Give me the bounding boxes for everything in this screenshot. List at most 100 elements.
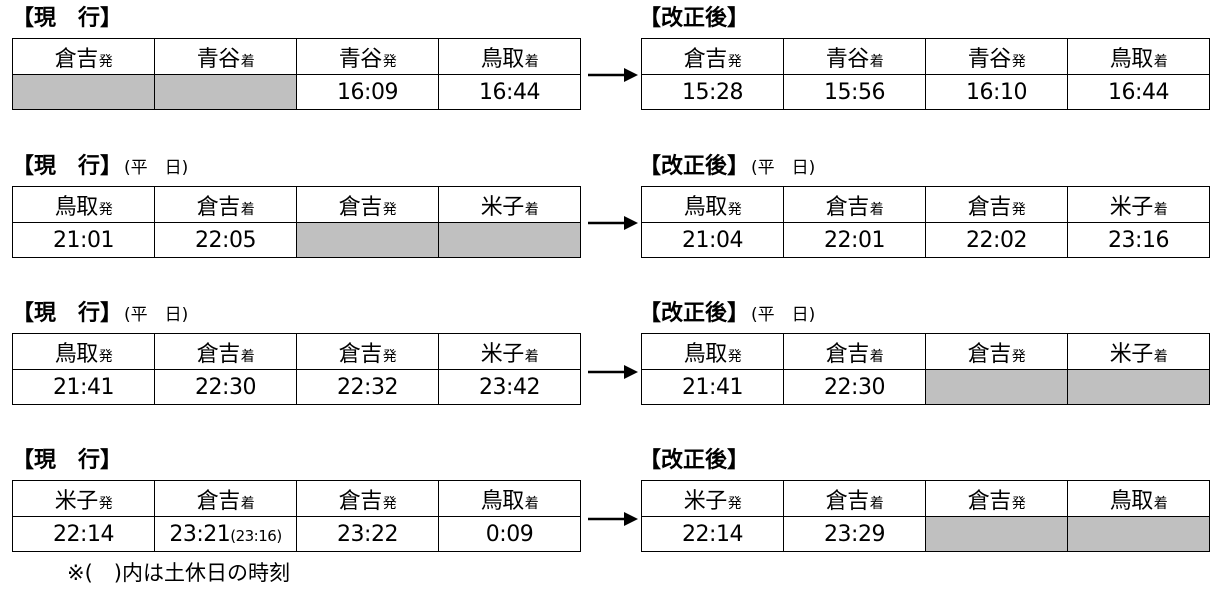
time-row: 16:09 16:44 xyxy=(12,74,581,110)
time-cell: 22:14 xyxy=(12,516,155,552)
section-2-revised-title: 【改正後】(平 日) xyxy=(639,154,816,179)
station-header: 鳥取着 xyxy=(438,480,581,517)
station-header: 倉吉発 xyxy=(925,333,1068,370)
section-1-current-table: 倉吉発 青谷着 青谷発 鳥取着 16:09 16:44 xyxy=(12,38,581,110)
section-3-revised-title: 【改正後】(平 日) xyxy=(639,301,816,326)
station-header: 鳥取着 xyxy=(438,38,581,75)
station-header: 米子着 xyxy=(1067,186,1210,223)
station-header: 米子着 xyxy=(438,186,581,223)
holiday-footnote: ※( )内は土休日の時刻 xyxy=(67,561,290,585)
station-header: 倉吉着 xyxy=(154,480,297,517)
station-header: 倉吉着 xyxy=(783,333,926,370)
section-2-revised-table: 鳥取発 倉吉着 倉吉発 米子着 21:04 22:01 22:02 23:16 xyxy=(641,186,1210,258)
station-header: 倉吉着 xyxy=(783,480,926,517)
time-cell: 22:32 xyxy=(296,369,439,405)
time-cell: 21:41 xyxy=(641,369,784,405)
blank-time-cell xyxy=(1067,516,1210,552)
station-header: 鳥取発 xyxy=(641,186,784,223)
section-1-revised-table: 倉吉発 青谷着 青谷発 鳥取着 15:28 15:56 16:10 16:44 xyxy=(641,38,1210,110)
station-header: 米子着 xyxy=(438,333,581,370)
time-row: 21:04 22:01 22:02 23:16 xyxy=(641,222,1210,258)
section-4-revised-table: 米子発 倉吉着 倉吉発 鳥取着 22:14 23:29 xyxy=(641,480,1210,552)
station-header: 青谷着 xyxy=(154,38,297,75)
station-header: 倉吉発 xyxy=(296,186,439,223)
station-header: 倉吉発 xyxy=(925,186,1068,223)
blank-time-cell xyxy=(12,74,155,110)
time-cell: 16:44 xyxy=(438,74,581,110)
station-header: 鳥取発 xyxy=(12,333,155,370)
station-header: 倉吉着 xyxy=(154,186,297,223)
section-3-current-table: 鳥取発 倉吉着 倉吉発 米子着 21:41 22:30 22:32 23:42 xyxy=(12,333,581,405)
station-header: 倉吉着 xyxy=(783,186,926,223)
section-1-revised-title: 【改正後】 xyxy=(639,6,750,31)
time-cell: 22:02 xyxy=(925,222,1068,258)
blank-time-cell xyxy=(1067,369,1210,405)
station-header: 米子発 xyxy=(641,480,784,517)
station-header: 倉吉発 xyxy=(12,38,155,75)
station-header: 倉吉発 xyxy=(925,480,1068,517)
time-row: 22:14 23:21(23:16) 23:22 0:09 xyxy=(12,516,581,552)
section-4-current-title: 【現 行】 xyxy=(12,448,123,473)
time-row: 22:14 23:29 xyxy=(641,516,1210,552)
station-header: 青谷着 xyxy=(783,38,926,75)
time-row: 15:28 15:56 16:10 16:44 xyxy=(641,74,1210,110)
section-1-current-title: 【現 行】 xyxy=(12,6,123,31)
header-row: 米子発 倉吉着 倉吉発 鳥取着 xyxy=(12,480,581,517)
blank-time-cell xyxy=(154,74,297,110)
station-header: 倉吉発 xyxy=(296,480,439,517)
time-cell: 22:30 xyxy=(783,369,926,405)
time-cell: 22:05 xyxy=(154,222,297,258)
station-header: 鳥取着 xyxy=(1067,480,1210,517)
time-cell: 22:30 xyxy=(154,369,297,405)
time-cell: 23:16 xyxy=(1067,222,1210,258)
time-cell: 23:42 xyxy=(438,369,581,405)
station-header: 青谷発 xyxy=(925,38,1068,75)
section-4-current-table: 米子発 倉吉着 倉吉発 鳥取着 22:14 23:21(23:16) 23:22… xyxy=(12,480,581,552)
right-arrow-icon xyxy=(588,216,638,230)
time-cell: 23:22 xyxy=(296,516,439,552)
station-header: 米子発 xyxy=(12,480,155,517)
time-cell: 23:29 xyxy=(783,516,926,552)
section-2-current-table: 鳥取発 倉吉着 倉吉発 米子着 21:01 22:05 xyxy=(12,186,581,258)
station-header: 青谷発 xyxy=(296,38,439,75)
section-3-current-title: 【現 行】(平 日) xyxy=(12,301,189,326)
time-row: 21:01 22:05 xyxy=(12,222,581,258)
time-cell: 22:14 xyxy=(641,516,784,552)
time-row: 21:41 22:30 22:32 23:42 xyxy=(12,369,581,405)
time-cell: 23:21(23:16) xyxy=(154,516,297,552)
station-header: 倉吉発 xyxy=(641,38,784,75)
time-cell: 21:41 xyxy=(12,369,155,405)
time-cell: 16:10 xyxy=(925,74,1068,110)
time-cell: 15:28 xyxy=(641,74,784,110)
time-row: 21:41 22:30 xyxy=(641,369,1210,405)
right-arrow-icon xyxy=(588,365,638,379)
time-cell: 16:44 xyxy=(1067,74,1210,110)
time-cell: 22:01 xyxy=(783,222,926,258)
header-row: 鳥取発 倉吉着 倉吉発 米子着 xyxy=(12,333,581,370)
time-cell: 0:09 xyxy=(438,516,581,552)
header-row: 米子発 倉吉着 倉吉発 鳥取着 xyxy=(641,480,1210,517)
time-cell: 21:04 xyxy=(641,222,784,258)
header-row: 鳥取発 倉吉着 倉吉発 米子着 xyxy=(641,333,1210,370)
right-arrow-icon xyxy=(588,68,638,82)
blank-time-cell xyxy=(296,222,439,258)
station-header: 倉吉着 xyxy=(154,333,297,370)
time-cell: 16:09 xyxy=(296,74,439,110)
station-header: 鳥取発 xyxy=(641,333,784,370)
header-row: 倉吉発 青谷着 青谷発 鳥取着 xyxy=(641,38,1210,75)
blank-time-cell xyxy=(438,222,581,258)
blank-time-cell xyxy=(925,516,1068,552)
blank-time-cell xyxy=(925,369,1068,405)
section-3-revised-table: 鳥取発 倉吉着 倉吉発 米子着 21:41 22:30 xyxy=(641,333,1210,405)
header-row: 鳥取発 倉吉着 倉吉発 米子着 xyxy=(641,186,1210,223)
section-4-revised-title: 【改正後】 xyxy=(639,448,750,473)
time-cell: 21:01 xyxy=(12,222,155,258)
section-2-current-title: 【現 行】(平 日) xyxy=(12,154,189,179)
station-header: 鳥取発 xyxy=(12,186,155,223)
right-arrow-icon xyxy=(588,512,638,526)
station-header: 鳥取着 xyxy=(1067,38,1210,75)
time-cell: 15:56 xyxy=(783,74,926,110)
header-row: 鳥取発 倉吉着 倉吉発 米子着 xyxy=(12,186,581,223)
header-row: 倉吉発 青谷着 青谷発 鳥取着 xyxy=(12,38,581,75)
station-header: 倉吉発 xyxy=(296,333,439,370)
